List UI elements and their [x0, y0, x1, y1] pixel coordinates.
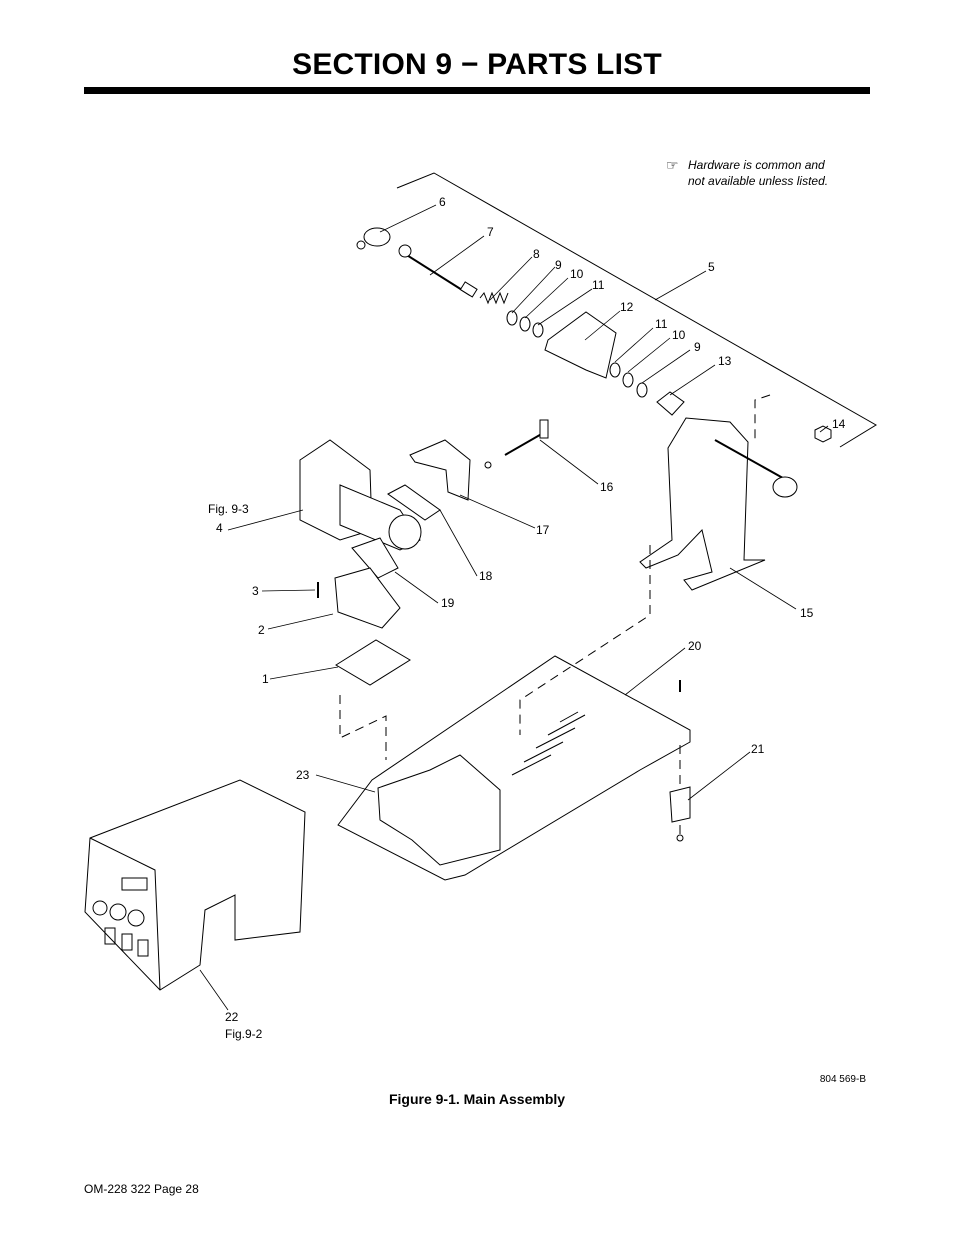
callout-2: 2	[258, 623, 265, 637]
page-footer: OM-228 322 Page 28	[84, 1182, 199, 1196]
rod-7	[401, 251, 471, 296]
callout-7: 7	[487, 225, 494, 239]
dash-line-stand	[519, 545, 651, 735]
bracket-17	[409, 439, 471, 501]
washer-11a	[532, 322, 544, 338]
washer-9b	[636, 382, 648, 398]
page-title: SECTION 9 − PARTS LIST	[292, 48, 662, 81]
cover-knobs	[92, 900, 145, 927]
tube-12	[544, 311, 617, 379]
washer-9a	[506, 310, 518, 326]
hardware-note-line1: Hardware is common and	[688, 158, 825, 172]
callout-8: 8	[533, 247, 540, 261]
callout-9b: 9	[694, 340, 701, 354]
callout-20: 20	[688, 639, 702, 653]
callout-23: 23	[296, 768, 310, 782]
callout-10b: 10	[672, 328, 686, 342]
callout-11b: 11	[655, 317, 668, 331]
callout-3: 3	[252, 584, 259, 598]
washer-11b	[609, 362, 621, 378]
callout-13: 13	[718, 354, 732, 368]
pointing-hand-icon: ☞	[666, 157, 679, 173]
dash-line-plate	[339, 695, 387, 760]
title-rule	[84, 87, 870, 94]
motor-23	[377, 754, 501, 866]
clamp-6	[363, 227, 391, 247]
nut-14	[814, 425, 832, 443]
dash-line-nut	[754, 394, 771, 440]
drawing-number: 804 569-B	[819, 1074, 866, 1085]
spring-8	[479, 291, 509, 305]
washer-10b	[622, 372, 634, 388]
callout-22-ref: Fig.9-2	[225, 1027, 263, 1041]
callout-21: 21	[751, 742, 765, 756]
plate-1	[335, 639, 411, 686]
spacer-13	[656, 391, 685, 416]
callout-17: 17	[536, 523, 550, 537]
figure-caption: Figure 9-1. Main Assembly	[388, 1091, 566, 1107]
cover-switches	[104, 927, 149, 957]
stand-15	[639, 417, 766, 591]
callout-15: 15	[800, 606, 814, 620]
callout-11a: 11	[592, 278, 605, 292]
callout-4-ref: Fig. 9-3	[208, 502, 249, 516]
callout-10a: 10	[570, 267, 584, 281]
bolt-16	[504, 431, 546, 456]
callout-19: 19	[441, 596, 455, 610]
callout-12: 12	[620, 300, 634, 314]
hardware-note-line2: not available unless listed.	[688, 174, 829, 188]
callout-22: 22	[225, 1010, 239, 1024]
cover-22	[84, 779, 306, 991]
washer-10a	[519, 316, 531, 332]
callout-4: 4	[216, 521, 223, 535]
callout-5: 5	[708, 260, 715, 274]
foot-21	[669, 786, 691, 823]
callout-6: 6	[439, 195, 446, 209]
callout-16: 16	[600, 480, 614, 494]
callout-18: 18	[479, 569, 493, 583]
rod-7-tip	[459, 281, 478, 298]
item-5-bracket-line	[396, 172, 877, 448]
cover-display	[121, 877, 148, 891]
callout-1: 1	[262, 672, 269, 686]
callout-14: 14	[832, 417, 846, 431]
base-plate-20	[337, 655, 691, 881]
base-plate-slots	[511, 711, 586, 776]
callout-9a: 9	[555, 258, 562, 272]
mount-2	[334, 567, 401, 629]
